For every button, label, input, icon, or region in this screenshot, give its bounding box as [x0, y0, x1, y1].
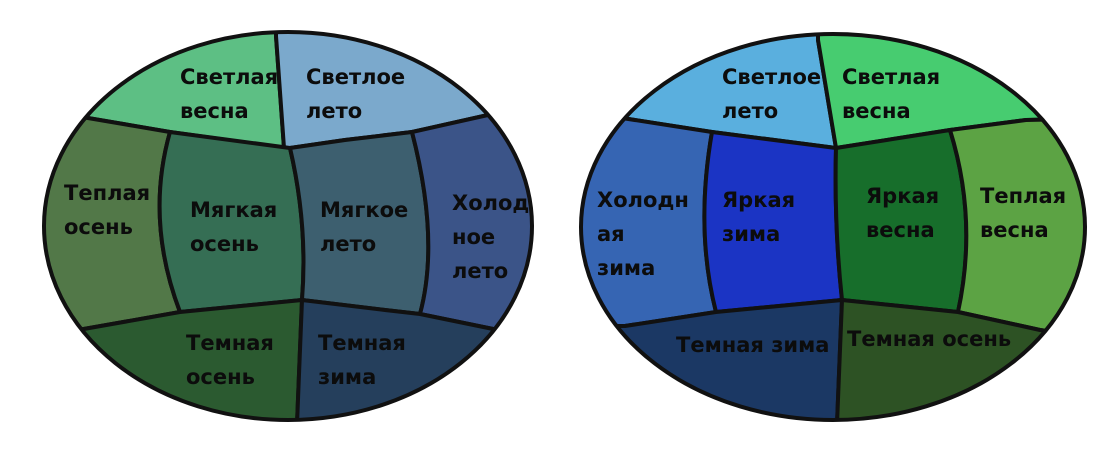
right-light-spring-label: Светлая весна: [842, 65, 940, 123]
sector-cool-winter: [581, 116, 718, 328]
label-line: Светлая: [180, 65, 278, 89]
label-line: ая: [597, 222, 625, 246]
label-line: Мягкая: [190, 198, 277, 222]
sector-dark-autumn: [44, 298, 304, 420]
right-bright-spring-label: Яркая весна: [866, 184, 939, 242]
label-line: Теплая: [64, 181, 150, 205]
label-line: весна: [980, 218, 1049, 242]
label-line: Темная: [186, 331, 274, 355]
left-soft-summer-label: Мягкое лето: [320, 198, 408, 256]
left-dark-winter-label: Темная зима: [318, 331, 406, 389]
label-line: Теплая: [980, 184, 1066, 208]
left-soft-autumn-label: Мягкая осень: [190, 198, 277, 256]
label-line: Темная осень: [847, 327, 1011, 351]
right-bright-winter-label: Яркая зима: [722, 188, 795, 246]
label-line: Мягкое: [320, 198, 408, 222]
right-wheel-outline: [579, 32, 1087, 422]
sector-cool-summer: [410, 113, 532, 332]
sector-dark-winter-r: [581, 298, 844, 420]
label-line: осень: [64, 215, 133, 239]
label-line: Светлая: [842, 65, 940, 89]
label-line: зима: [597, 256, 655, 280]
label-line: Яркая: [722, 188, 795, 212]
label-line: зима: [318, 365, 376, 389]
label-line: Холодн: [597, 188, 689, 212]
label-line: Светлое: [306, 65, 405, 89]
left-light-spring-label: Светлая весна: [180, 65, 278, 123]
label-line: лето: [306, 99, 362, 123]
label-line: лето: [452, 259, 508, 283]
right-dark-winter-label: Темная зима: [676, 333, 829, 357]
label-line: лето: [722, 99, 778, 123]
label-line: зима: [722, 222, 780, 246]
label-line: ное: [452, 225, 495, 249]
label-line: Темная зима: [676, 333, 829, 357]
right-dark-autumn-label: Темная осень: [847, 327, 1011, 351]
sector-soft-autumn: [157, 130, 306, 314]
label-line: весна: [866, 218, 935, 242]
label-line: Светлое: [722, 65, 821, 89]
label-line: лето: [320, 232, 376, 256]
right-light-summer-label: Светлое лето: [722, 65, 821, 123]
left-light-summer-label: Светлое лето: [306, 65, 405, 123]
sector-soft-summer: [288, 130, 431, 316]
label-line: осень: [190, 232, 259, 256]
left-cool-summer-label: Холод ное лето: [452, 191, 529, 283]
label-line: Яркая: [866, 184, 939, 208]
label-line: Темная: [318, 331, 406, 355]
left-warm-autumn-label: Теплая осень: [64, 181, 150, 239]
label-line: весна: [842, 99, 911, 123]
left-wheel-outline: [42, 30, 534, 422]
right-warm-spring-label: Теплая весна: [980, 184, 1066, 242]
label-line: Холод: [452, 191, 529, 215]
left-dark-autumn-label: Темная осень: [186, 331, 274, 389]
label-line: осень: [186, 365, 255, 389]
sector-dark-autumn-r: [834, 298, 1085, 420]
label-line: весна: [180, 99, 249, 123]
right-cool-winter-label: Холодн ая зима: [597, 188, 689, 280]
